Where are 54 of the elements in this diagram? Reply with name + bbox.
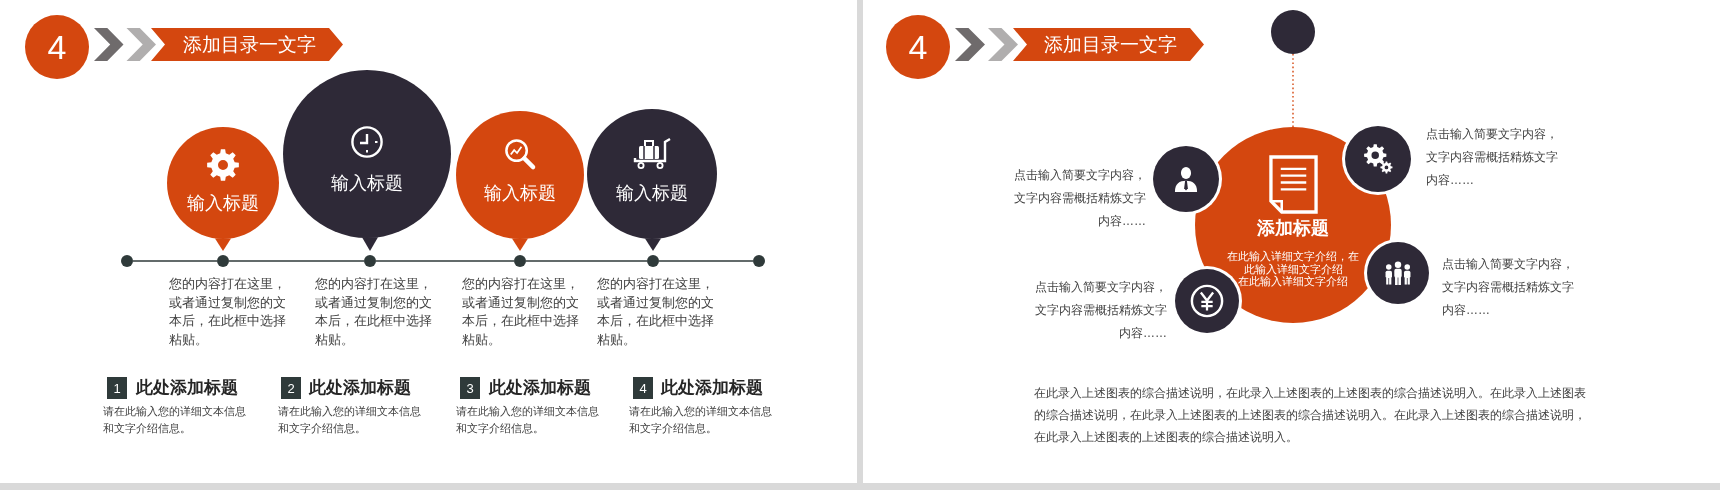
timeline-dot [647,255,659,267]
chevron-arrow [94,28,156,61]
banner-title: 添加目录一文字 [1044,33,1177,56]
summary-text: 在此录入上述图表的综合描述说明，在此录入上述图表的上述图表的综合描述说明入。在此录入上述图表的综合描述说明，在此录入上述图表的上述图表的综合描述说明入。在此录入上述图表的综合描述说明，在此录入上述图表的上述图表的综合描述说明入。 [1034,385,1587,446]
title-banner [1013,28,1204,61]
step-heading: 此处添加标题 [661,377,763,399]
timeline-line [375,260,515,262]
timeline-dot [121,255,133,267]
circle-title: 输入标题 [483,182,556,205]
step-heading: 此处添加标题 [309,377,411,399]
step-description: 请在此输入您的详细文本信息和文字介绍信息。 [278,404,422,436]
number-badge: 2 [281,377,301,399]
dotted-line [1292,53,1294,128]
timeline-line [658,260,754,262]
pointer-arrow [362,237,378,251]
timeline-dot [364,255,376,267]
step-heading: 此处添加标题 [489,377,591,399]
timeline-dot [753,255,765,267]
circle-title: 输入标题 [616,182,688,205]
banner-title: 添加目录一文字 [182,33,316,56]
body-text: 您的内容打在这里，或者通过复制您的文本后，在此框中选择粘贴。 [597,276,715,349]
small-circle [1271,10,1315,54]
circle-title: 输入标题 [331,172,403,195]
number-badge: 4 [633,377,653,399]
timeline-line [132,260,218,262]
circle-text: 在此输入详细文字介绍 [1237,275,1349,288]
timeline-line [228,260,365,262]
body-text: 您的内容打在这里，或者通过复制您的文本后，在此框中选择粘贴。 [315,276,433,349]
chevron-arrow [955,28,1018,61]
icon-disc [1175,269,1239,333]
timeline-dot [217,255,229,267]
callout-text: 点击输入简要文字内容，文字内容需概括精炼文字内容…… [1034,279,1167,342]
step-description: 请在此输入您的详细文本信息和文字介绍信息。 [456,404,600,436]
pointer-arrow [645,238,661,251]
timeline-line [525,260,648,262]
body-text: 您的内容打在这里，或者通过复制您的文本后，在此框中选择粘贴。 [462,276,580,349]
number-circle: 4 [886,15,950,79]
title-banner [151,28,343,61]
step-description: 请在此输入您的详细文本信息和文字介绍信息。 [103,404,247,436]
circle-title: 添加标题 [1257,217,1329,239]
body-text: 您的内容打在这里，或者通过复制您的文本后，在此框中选择粘贴。 [169,276,287,349]
step-heading: 此处添加标题 [136,377,238,399]
circle-text: 在此输入详细文字介绍，在此输入详细文字介绍 [1227,250,1359,275]
callout-text: 点击输入简要文字内容，文字内容需概括精炼文字内容…… [1442,256,1575,319]
callout-text: 点击输入简要文字内容，文字内容需概括精炼文字内容…… [1426,126,1559,189]
pointer-arrow [512,238,528,251]
circle-title: 输入标题 [187,192,259,215]
step-description: 请在此输入您的详细文本信息和文字介绍信息。 [629,404,773,436]
callout-text: 点击输入简要文字内容，文字内容需概括精炼文字内容…… [1013,167,1146,230]
number-circle: 4 [25,15,89,79]
pointer-arrow [215,238,231,251]
number-badge: 1 [107,377,127,399]
timeline-dot [514,255,526,267]
number-badge: 3 [460,377,480,399]
